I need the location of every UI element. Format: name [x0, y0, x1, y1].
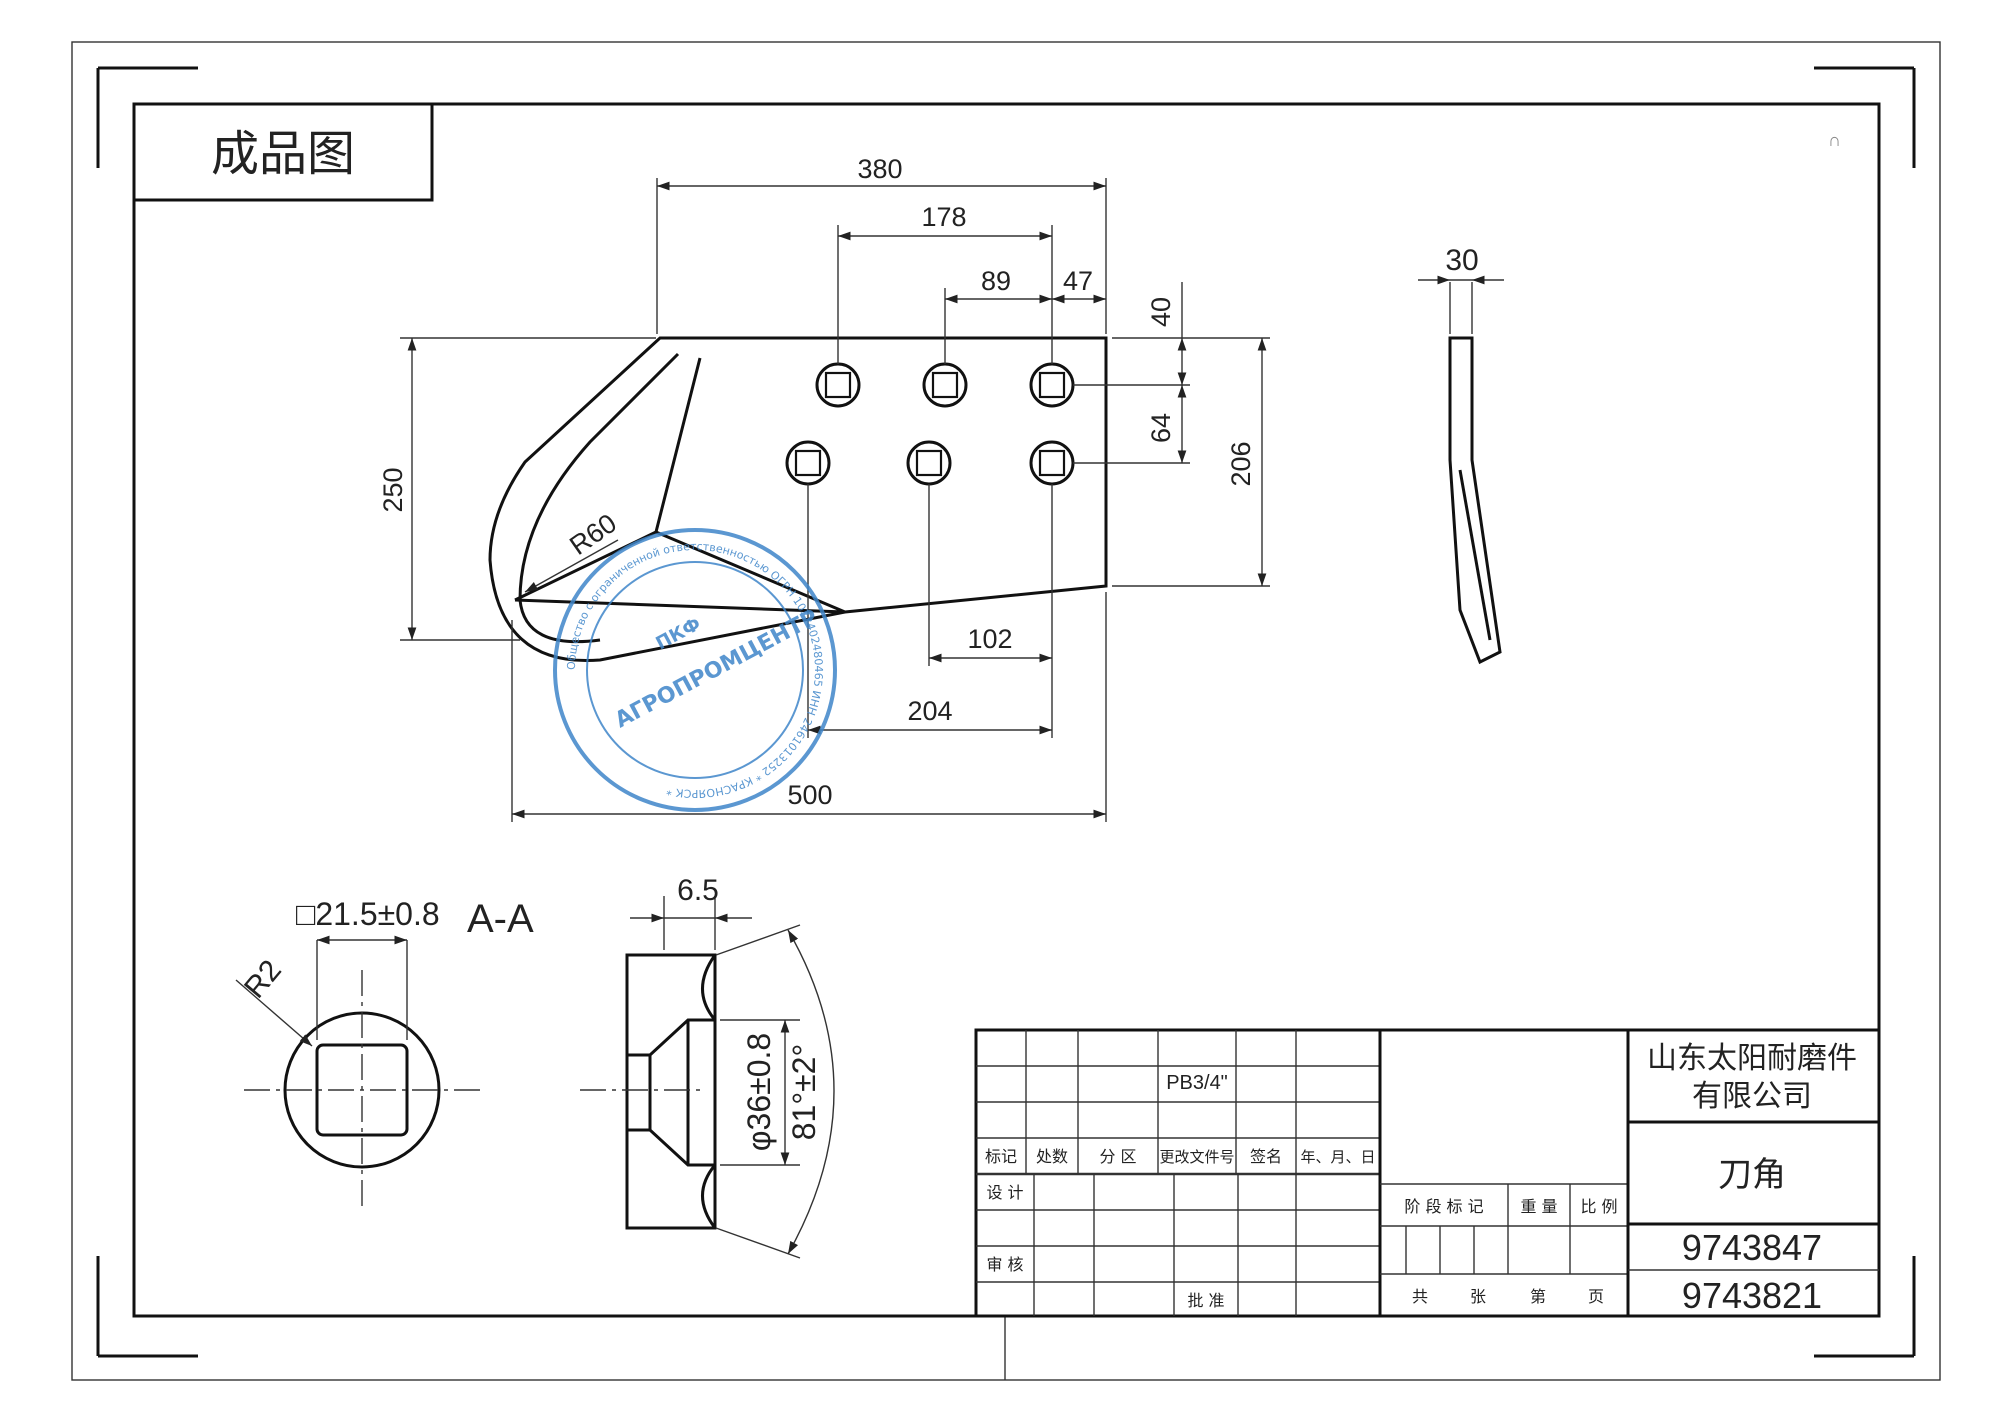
side-edge — [1458, 469, 1492, 641]
dim-204: 204 — [907, 696, 952, 726]
hole-detail: □21.5±0.8 R2 A-A — [235, 896, 534, 1210]
hole — [815, 362, 861, 408]
dim-500: 500 — [787, 780, 832, 810]
outer-frame — [71, 41, 1941, 1381]
dim-30: 30 — [1445, 244, 1478, 277]
stamp-line1: ПКФ — [652, 614, 704, 655]
dim-178: 178 — [921, 202, 966, 232]
part-name: 刀角 — [1718, 1155, 1786, 1195]
side-profile — [1448, 336, 1502, 665]
sheet-label-3: 页 — [1588, 1287, 1604, 1306]
section-view: 6.5 φ36±0.8 81°±2° — [580, 874, 835, 1259]
approve-label: 批 准 — [1187, 1291, 1224, 1310]
header-0: 标记 — [985, 1147, 1017, 1166]
dimension-lines — [407, 181, 1267, 819]
hole — [1029, 362, 1075, 408]
dim-206: 206 — [1226, 441, 1256, 486]
header-3: 更改文件号 — [1159, 1148, 1234, 1166]
title-box-text: 成品图 — [211, 126, 355, 182]
company-line2: 有限公司 — [1692, 1079, 1812, 1114]
dim-64: 64 — [1146, 413, 1176, 443]
section-hatch-top — [625, 953, 717, 1057]
corner-marks — [96, 66, 1916, 1358]
stamp-line2: АГРОПРОМЦЕНТР — [611, 605, 822, 733]
company-stamp: Общество с ограниченной ответственностью… — [553, 528, 837, 812]
dim-depth: 6.5 — [677, 874, 719, 907]
drawing-number-2: 9743821 — [1682, 1275, 1822, 1316]
hole — [922, 362, 968, 408]
hole — [1029, 440, 1075, 486]
design-label: 设 计 — [986, 1183, 1023, 1202]
dim-40: 40 — [1146, 297, 1176, 327]
header-2: 分 区 — [1099, 1147, 1136, 1166]
header-5: 年、月、日 — [1300, 1148, 1375, 1166]
company-line1: 山东太阳耐磨件 — [1647, 1041, 1857, 1076]
dim-250: 250 — [378, 467, 408, 512]
dim-square: □21.5±0.8 — [296, 896, 440, 932]
header-4: 签名 — [1250, 1147, 1282, 1166]
dim-diameter: φ36±0.8 — [741, 1033, 777, 1151]
drawing-number-1: 9743847 — [1682, 1227, 1822, 1268]
blade-outline — [488, 336, 1108, 663]
sheet-label-1: 张 — [1470, 1287, 1486, 1306]
section-bore — [625, 1020, 717, 1165]
material-code: PB3/4" — [1166, 1072, 1228, 1094]
sheet-label-0: 共 — [1412, 1287, 1428, 1306]
header-1: 处数 — [1036, 1147, 1068, 1166]
dim-380: 380 — [857, 154, 902, 184]
dim-angle: 81°±2° — [786, 1044, 822, 1141]
section-label: A-A — [467, 897, 534, 941]
dim-89: 89 — [981, 266, 1011, 296]
dim-47: 47 — [1063, 266, 1093, 296]
hole — [785, 440, 831, 486]
corner-mark: ∩ — [1828, 130, 1841, 150]
stage-label: 阶 段 标 记 — [1404, 1197, 1483, 1216]
section-hatch-bottom — [625, 1128, 717, 1230]
dim-102: 102 — [967, 624, 1012, 654]
scale-label: 比 例 — [1580, 1197, 1617, 1216]
hole — [906, 440, 952, 486]
extension-lines — [400, 178, 1270, 822]
sheet-label-2: 第 — [1530, 1287, 1546, 1306]
dim-r2: R2 — [238, 954, 288, 1005]
title-box — [132, 102, 434, 202]
title-block: PB3/4" 标记 处数 分 区 更改文件号 签名 年、月、日 设 计 审 核 … — [974, 1028, 1881, 1318]
weight-label: 重 量 — [1520, 1197, 1557, 1216]
side-view: 30 — [1418, 244, 1504, 665]
bolt-holes — [785, 362, 1075, 486]
review-label: 审 核 — [986, 1255, 1023, 1274]
blade-inner-edge — [518, 352, 680, 644]
